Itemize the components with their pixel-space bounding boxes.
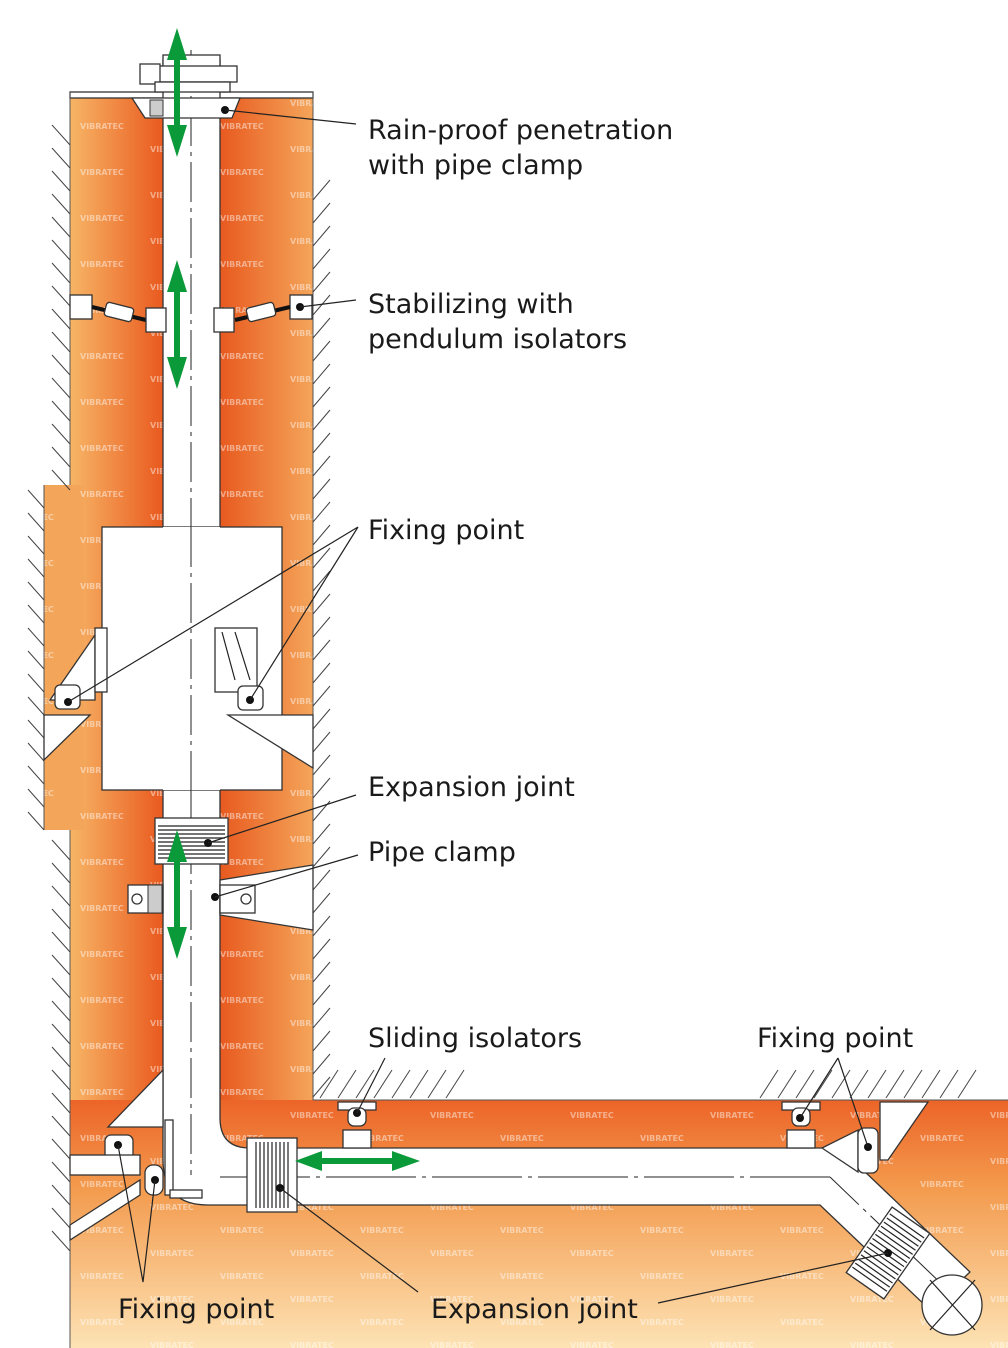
vertical-movement-arrow-icon [167, 260, 187, 389]
label-stabilizing-2: pendulum isolators [368, 324, 627, 355]
fixing-point-bottom [69, 1068, 203, 1242]
labels: Rain-proof penetration with pipe clamp S… [118, 115, 913, 1325]
leader-lines [67, 109, 889, 1304]
label-expansion-joint-upper: Expansion joint [368, 772, 575, 803]
vertical-movement-arrow-icon [167, 28, 187, 157]
label-stabilizing-1: Stabilizing with [368, 289, 574, 320]
label-expansion-joint-bottom: Expansion joint [431, 1294, 638, 1325]
sliding-isolators [337, 1101, 821, 1149]
movement-arrows [167, 28, 420, 1171]
label-rain-proof-2: with pipe clamp [368, 150, 583, 181]
label-fixing-point-upper: Fixing point [368, 515, 524, 546]
label-pipe-clamp: Pipe clamp [368, 837, 516, 868]
vertical-movement-arrow-icon [167, 830, 187, 959]
expansion-joint-vertical [154, 817, 229, 865]
label-fixing-point-right: Fixing point [757, 1023, 913, 1054]
label-rain-proof-1: Rain-proof penetration [368, 115, 673, 146]
label-sliding-isolators: Sliding isolators [368, 1023, 582, 1054]
soil-hatching [27, 124, 977, 1252]
label-fixing-point-bottom: Fixing point [118, 1294, 274, 1325]
horizontal-movement-arrow-icon [295, 1151, 420, 1171]
wall-opening [43, 526, 314, 791]
pendulum-isolators [69, 294, 313, 333]
expansion-joint-horizontal [246, 1137, 298, 1213]
rain-proof-penetration [130, 54, 241, 119]
pipe-clamp [127, 864, 314, 931]
